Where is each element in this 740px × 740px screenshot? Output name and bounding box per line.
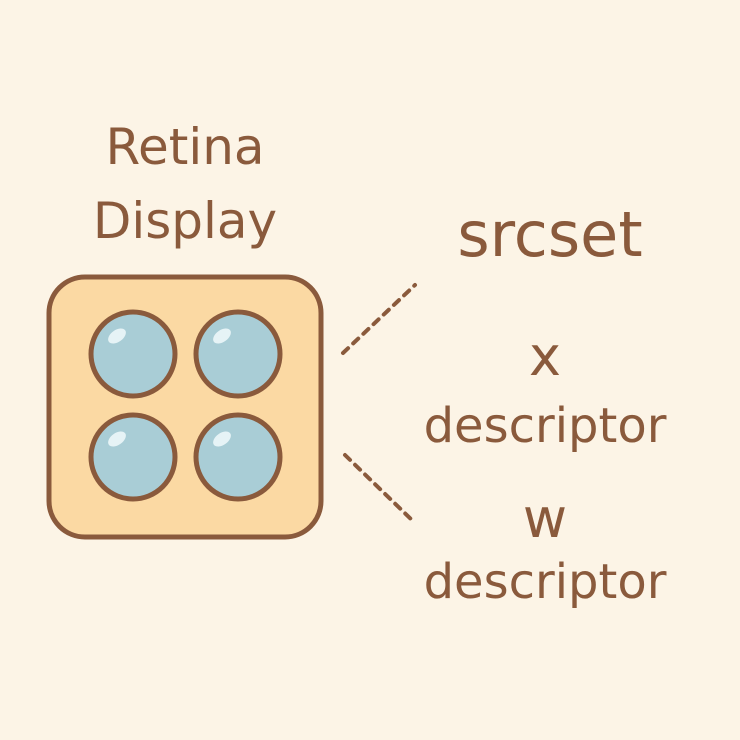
title-line-1: Retina	[105, 118, 265, 176]
connector-line-upper	[341, 283, 417, 355]
connector-line-lower	[343, 453, 417, 525]
pixel-lens-bottom-right	[193, 412, 283, 502]
w-letter-label: w	[522, 487, 568, 550]
display-panel	[46, 274, 324, 540]
x-letter-label: x	[529, 325, 561, 388]
title-line-2: Display	[92, 192, 278, 250]
w-descriptor-label: descriptor	[423, 554, 667, 610]
pixel-lens-bottom-left	[88, 412, 178, 502]
srcset-label: srcset	[457, 198, 643, 271]
pixel-lens-top-right	[193, 309, 283, 399]
x-descriptor-label: descriptor	[423, 398, 667, 454]
pixel-lens-top-left	[88, 309, 178, 399]
